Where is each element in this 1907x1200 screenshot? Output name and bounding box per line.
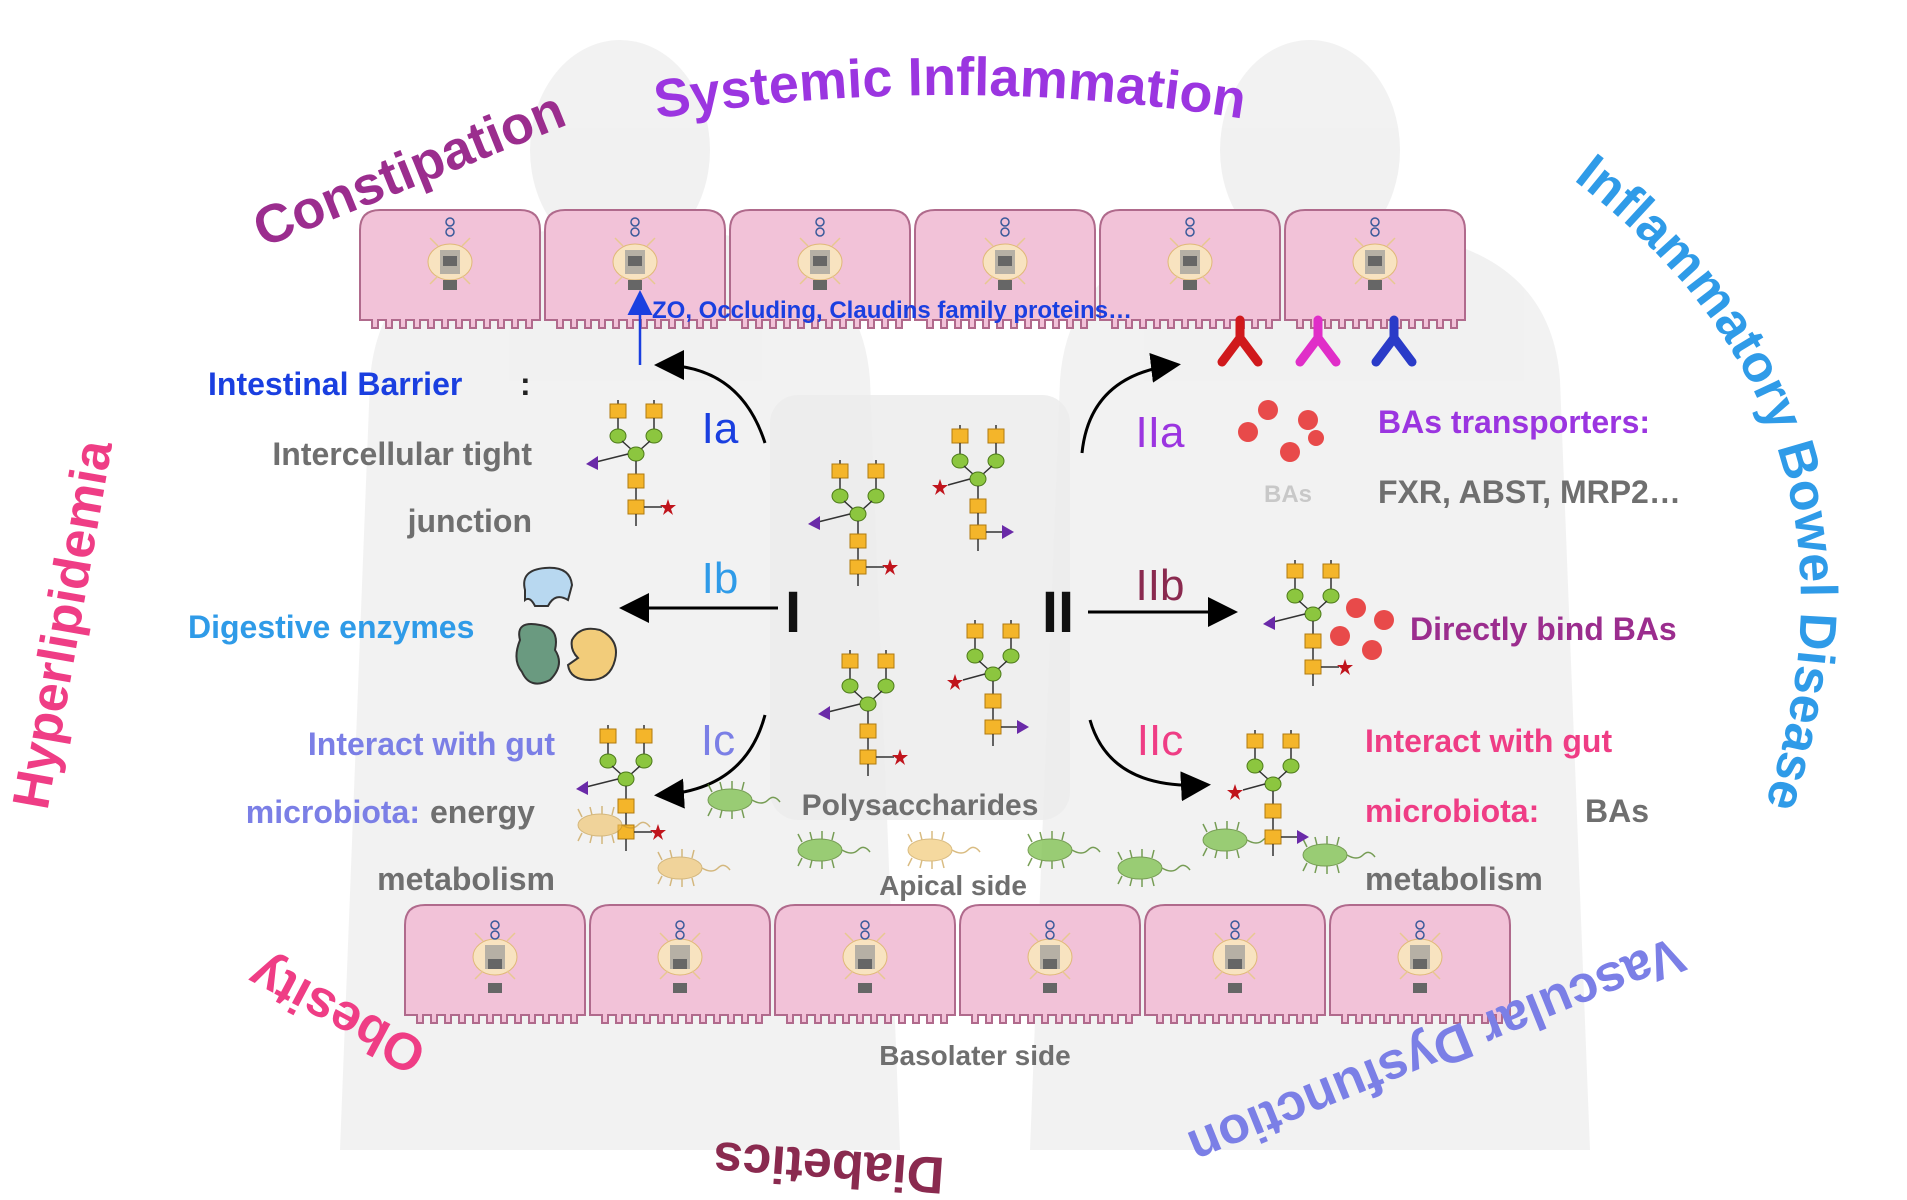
arrow-iic [1088, 719, 1211, 802]
intestinal-barrier-line2: junction [407, 503, 532, 539]
enzyme-icon [515, 566, 617, 685]
gut-microbiota-energy-line2a: microbiota: [246, 794, 420, 830]
gut-microbiota-bas-line1: Interact with gut [1365, 723, 1612, 759]
gut-microbiota-energy-line2b: energy [430, 794, 535, 830]
gut-microbiota-bas-line2b: BAs [1585, 793, 1649, 829]
bile-acid-particles [1238, 400, 1324, 462]
directly-bind-bas-label: Directly bind BAs [1410, 611, 1677, 647]
tag-iib: IIb [1136, 561, 1185, 610]
basolateral-side-label: Basolater side [879, 1040, 1070, 1071]
tag-ic: Ic [701, 716, 735, 765]
tag-iia: IIa [1136, 408, 1185, 457]
ba-transporters-list: FXR, ABST, MRP2… [1378, 474, 1681, 510]
ba-receptor-red-icon [1217, 315, 1263, 367]
route-one-label: I [785, 580, 801, 645]
ba-transporters-title: BAs transporters: [1378, 404, 1650, 440]
intestinal-barrier-title: Intestinal Barrier [208, 366, 462, 402]
apical-side-label: Apical side [879, 870, 1027, 901]
digestive-enzymes-label: Digestive enzymes [188, 609, 474, 645]
basolateral-epithelium-row [404, 904, 1511, 1024]
bound-bile-acid-particles [1330, 598, 1394, 660]
disease-label-diabetics: Diabetics [711, 1130, 946, 1200]
tag-iic: IIc [1137, 716, 1183, 765]
disease-label-hyperlipidemia: Hyperlipidemia [2, 435, 124, 813]
arrow-iia [1080, 352, 1181, 454]
route-two-label: II [1042, 580, 1074, 645]
bas-label: BAs [1264, 481, 1312, 508]
polysaccharides-label: Polysaccharides [802, 789, 1039, 822]
gut-microbiota-bas-line3: metabolism [1365, 861, 1543, 897]
ba-receptor-navy-icon [1371, 315, 1417, 367]
gut-microbiota-energy-line3: metabolism [377, 861, 555, 897]
intestinal-barrier-colon: : [520, 366, 531, 402]
intestinal-barrier-line1: Intercellular tight [272, 436, 532, 472]
ba-receptor-magenta-icon [1295, 315, 1341, 367]
tag-ia: Ia [702, 404, 739, 453]
bacterium-icon [907, 830, 981, 870]
disease-label-systemic-inflammation: Systemic Inflammation [650, 47, 1250, 130]
arrow-ic [654, 714, 767, 809]
gut-microbiota-energy-line1: Interact with gut [308, 726, 555, 762]
tight-junction-proteins-note: ZO, Occluding, Claudins family proteins… [652, 297, 1132, 324]
arrow-ia [654, 350, 767, 444]
gut-microbiota-bas-line2a: microbiota: [1365, 793, 1539, 829]
tag-ib: Ib [702, 554, 739, 603]
polysaccharides-box [770, 395, 1070, 820]
